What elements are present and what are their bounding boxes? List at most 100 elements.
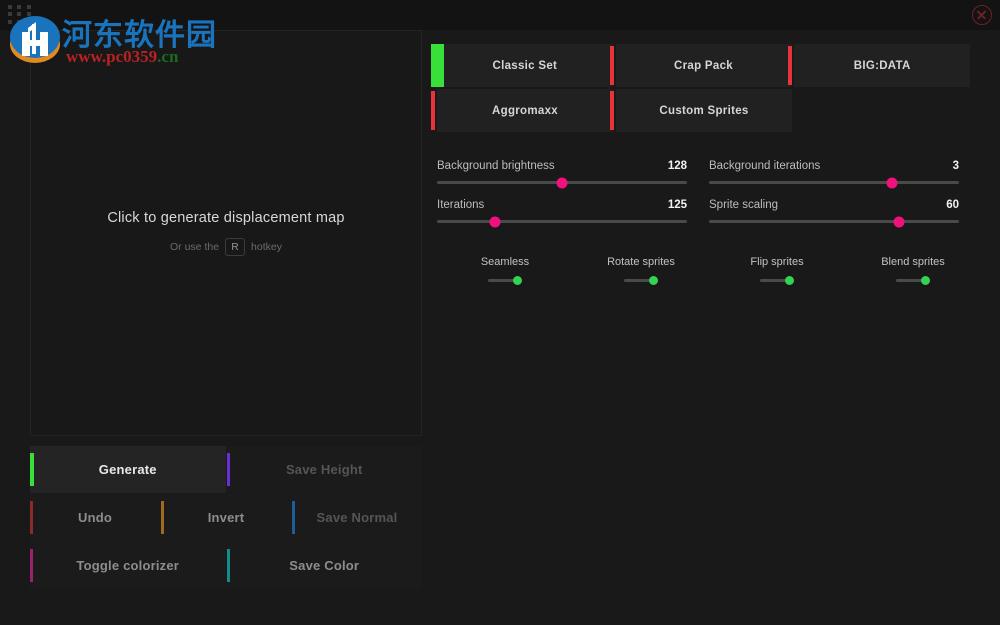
sprite-set-label: Custom Sprites bbox=[659, 104, 749, 117]
hotkey-key-cap: R bbox=[225, 238, 246, 256]
toggle-column: Seamless Rotate sprites bbox=[437, 256, 709, 285]
sprite-set-classic-set[interactable]: Classic Set bbox=[431, 44, 613, 87]
slider-header: Background iterations 3 bbox=[709, 160, 959, 172]
toggle-label: Flip sprites bbox=[750, 256, 804, 268]
toggle-label: Rotate sprites bbox=[607, 256, 675, 268]
slider-track[interactable] bbox=[709, 177, 959, 188]
sprite-set-aggromaxx[interactable]: Aggromaxx bbox=[431, 89, 613, 132]
action-button-invert[interactable]: Invert bbox=[161, 494, 291, 541]
action-button-label: Undo bbox=[77, 510, 112, 525]
accent-bar bbox=[30, 549, 33, 582]
toggle-blend-sprites: Blend sprites bbox=[845, 256, 981, 285]
toggle-switch[interactable] bbox=[760, 276, 794, 285]
toggle-knob[interactable] bbox=[921, 276, 930, 285]
accent-bar bbox=[226, 549, 230, 582]
action-button-toggle-colorizer[interactable]: Toggle colorizer bbox=[30, 542, 226, 589]
accent-bar bbox=[161, 501, 164, 534]
title-bar bbox=[0, 0, 1000, 30]
accent-bar bbox=[292, 501, 295, 534]
displacement-map-preview[interactable]: Click to generate displacement map Or us… bbox=[30, 30, 422, 436]
accent-bar bbox=[788, 46, 793, 85]
right-panel: Classic Set Crap Pack BIG:DATA Aggromaxx Cus… bbox=[431, 44, 971, 285]
toggle-track bbox=[488, 279, 514, 282]
slider-knob[interactable] bbox=[886, 177, 897, 188]
toggle-label: Blend sprites bbox=[881, 256, 945, 268]
sprite-set-buttons: Classic Set Crap Pack BIG:DATA Aggromaxx Cus… bbox=[431, 44, 971, 132]
preview-hotkey-hint: Or use the R hotkey bbox=[170, 238, 282, 256]
slider-value: 3 bbox=[952, 160, 959, 172]
toggle-section: Seamless Rotate sprites Flip sprites Blend … bbox=[437, 256, 970, 285]
action-button-row: Generate Save Height bbox=[30, 446, 422, 493]
slider-label: Sprite scaling bbox=[709, 199, 779, 211]
toggle-rotate-sprites: Rotate sprites bbox=[573, 256, 709, 285]
action-button-save-height[interactable]: Save Height bbox=[226, 446, 422, 493]
toggle-switch[interactable] bbox=[488, 276, 522, 285]
action-button-label: Save Height bbox=[285, 462, 363, 477]
action-button-label: Save Normal bbox=[316, 510, 398, 525]
slider-knob[interactable] bbox=[893, 216, 905, 227]
toggle-switch[interactable] bbox=[624, 276, 658, 285]
sprite-set-row: Aggromaxx Custom Sprites bbox=[431, 89, 970, 132]
action-button-generate[interactable]: Generate bbox=[30, 446, 226, 493]
toggle-switch[interactable] bbox=[896, 276, 930, 285]
sprite-set-label: BIG:DATA bbox=[853, 59, 911, 72]
close-icon[interactable] bbox=[972, 5, 992, 25]
toggle-seamless: Seamless bbox=[437, 256, 573, 285]
sprite-set-label: Aggromaxx bbox=[492, 104, 558, 117]
accent-bar bbox=[30, 453, 34, 486]
toggle-column: Flip sprites Blend sprites bbox=[709, 256, 981, 285]
slider-knob[interactable] bbox=[489, 216, 500, 227]
slider-label: Iterations bbox=[437, 199, 485, 211]
sprite-set-row: Classic Set Crap Pack BIG:DATA bbox=[431, 44, 971, 87]
slider-knob[interactable] bbox=[556, 177, 568, 188]
accent-bar bbox=[431, 91, 435, 130]
accent-bar bbox=[226, 453, 230, 486]
toggle-track bbox=[624, 279, 650, 282]
toggle-label: Seamless bbox=[480, 256, 530, 268]
toggle-flip-sprites: Flip sprites bbox=[709, 256, 845, 285]
toggle-knob[interactable] bbox=[513, 276, 522, 285]
accent-bar bbox=[609, 46, 614, 85]
drag-handle-icon[interactable] bbox=[8, 5, 34, 25]
sprite-set-custom-sprites[interactable]: Custom Sprites bbox=[610, 89, 792, 132]
slider-track[interactable] bbox=[437, 216, 687, 227]
sprite-set-crap-pack[interactable]: Crap Pack bbox=[609, 44, 792, 87]
slider-track[interactable] bbox=[709, 216, 959, 227]
hint-text-after: hotkey bbox=[251, 241, 282, 253]
slider-track[interactable] bbox=[437, 177, 687, 188]
slider-value: 60 bbox=[946, 199, 959, 211]
action-button-save-normal[interactable]: Save Normal bbox=[292, 494, 422, 541]
sprite-set-big-data[interactable]: BIG:DATA bbox=[788, 44, 971, 87]
slider-sprite-scaling: Sprite scaling 60 bbox=[709, 199, 959, 227]
toggle-knob[interactable] bbox=[785, 276, 794, 285]
toggle-knob[interactable] bbox=[649, 276, 658, 285]
action-button-label: Generate bbox=[98, 462, 157, 477]
left-panel: Click to generate displacement map Or us… bbox=[30, 30, 422, 595]
accent-bar bbox=[30, 501, 33, 534]
action-button-label: Save Color bbox=[289, 558, 360, 573]
action-button-row: Toggle colorizer Save Color bbox=[30, 542, 422, 589]
action-button-save-color[interactable]: Save Color bbox=[226, 542, 422, 589]
action-button-row: Undo Invert Save Normal bbox=[30, 494, 422, 541]
accent-bar bbox=[431, 44, 444, 87]
preview-title: Click to generate displacement map bbox=[107, 210, 345, 226]
toggle-track bbox=[760, 279, 786, 282]
action-button-label: Invert bbox=[207, 510, 245, 525]
action-button-label: Toggle colorizer bbox=[76, 558, 180, 573]
slider-label: Background iterations bbox=[709, 160, 821, 172]
accent-bar bbox=[610, 91, 614, 130]
slider-header: Sprite scaling 60 bbox=[709, 199, 959, 211]
slider-label: Background brightness bbox=[437, 160, 555, 172]
sprite-set-label: Classic Set bbox=[492, 59, 558, 72]
action-button-undo[interactable]: Undo bbox=[30, 494, 160, 541]
slider-background-iterations: Background iterations 3 bbox=[709, 160, 959, 188]
